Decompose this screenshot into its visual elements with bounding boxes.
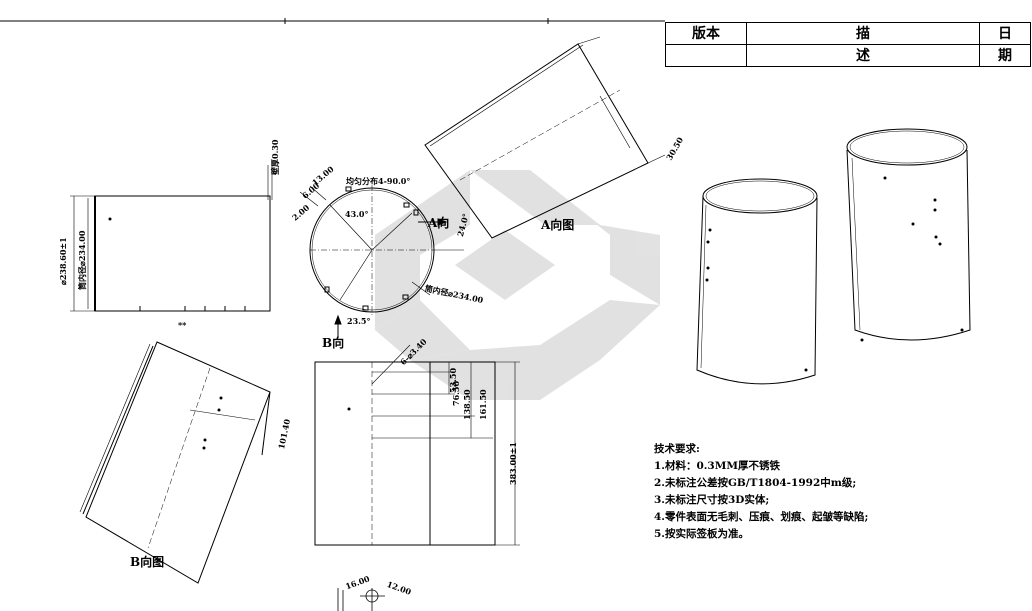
section-view (299, 185, 464, 338)
requirement-item: 1.材料：0.3MM厚不锈铁 (654, 460, 780, 472)
b-view-title: B向图 (130, 555, 165, 569)
side-note: ** (178, 320, 187, 330)
subheader-description: 述 (746, 44, 980, 67)
dim-76-label: 76.50 (451, 380, 461, 406)
height-label: 383.00±1 (508, 442, 518, 485)
requirement-item: 2.未标注公差按GB/T1804-1992中m级; (654, 477, 857, 489)
header-description: 描 (746, 22, 980, 45)
header-date: 日 (979, 22, 1031, 45)
outer-diameter-label: ⌀238.60±1 (58, 237, 68, 285)
requirement-item: 5.按实际签板为准。 (654, 528, 749, 540)
inner-diameter-label: 筒内径⌀234.00 (77, 230, 87, 290)
requirement-item: 4.零件表面无毛刺、压痕、划痕、起皱等缺陷; (654, 511, 869, 523)
subheader-date: 期 (979, 44, 1031, 67)
subheader-version (665, 44, 747, 67)
a-direction-arrow-label: A向 (428, 216, 450, 230)
watermark-logo (375, 170, 660, 400)
cylinder-3d-right (846, 128, 971, 342)
angle-43-label: 43.0° (345, 209, 369, 219)
side-view (70, 165, 273, 312)
even-distribution-label: 均匀分布4-90.0° (346, 176, 411, 186)
wall-thickness-label: 壁厚0.30 (270, 139, 280, 175)
a-direction-view (424, 36, 666, 239)
front-view (314, 344, 520, 546)
title-block: 版本 描 日 述 期 (665, 22, 1031, 67)
header-version: 版本 (665, 22, 747, 45)
a-view-title: A向图 (541, 218, 575, 232)
b-direction-arrow-label: B向 (322, 336, 345, 350)
requirements-title: 技术要求: (654, 443, 700, 455)
cylinder-3d-left (696, 178, 818, 385)
angle-23-label: 23.5° (347, 316, 371, 326)
requirement-item: 3.未标注尺寸按3D实体; (654, 494, 770, 506)
b-direction-view (79, 341, 271, 584)
bottom-detail (337, 588, 385, 611)
dim-138-label: 138.50 (462, 389, 472, 420)
dim-161-label: 161.50 (478, 389, 488, 420)
technical-requirements: 技术要求: 1.材料：0.3MM厚不锈铁 2.未标注公差按GB/T1804-19… (654, 441, 868, 543)
